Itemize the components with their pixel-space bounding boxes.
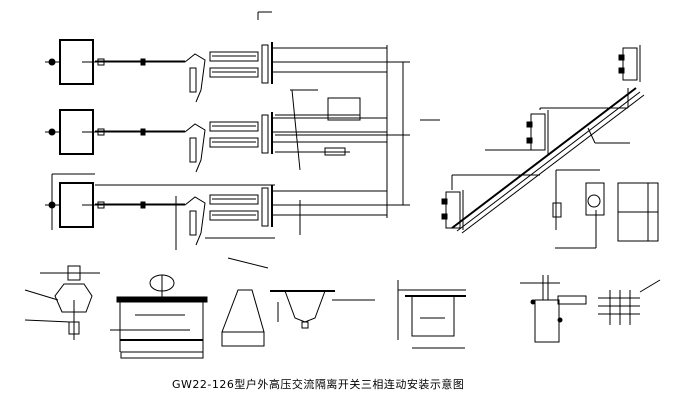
- detail-views: [24, 257, 661, 359]
- detail-crank-arm: [24, 265, 100, 340]
- detail-base-frame: [110, 274, 208, 359]
- detail-hopper: [270, 290, 375, 329]
- linkage-side-view: [420, 45, 659, 249]
- detail-bracket: [221, 257, 269, 347]
- phase-unit-3: [45, 182, 387, 246]
- detail-bolt-pattern: [598, 279, 661, 325]
- detail-gearbox: [520, 275, 587, 343]
- drawing-caption: GW22-126型户外高压交流隔离开关三相连动安装示意图: [172, 378, 465, 391]
- three-phase-plan-view: [45, 39, 387, 246]
- dimension-lines: [51, 11, 410, 250]
- phase-unit-1: [45, 39, 387, 103]
- phase-unit-2: [45, 109, 387, 173]
- switch-unit-bottom: [441, 190, 464, 230]
- switch-unit-middle: [526, 110, 549, 154]
- detail-plate: [397, 280, 466, 349]
- switch-unit-top: [618, 45, 641, 82]
